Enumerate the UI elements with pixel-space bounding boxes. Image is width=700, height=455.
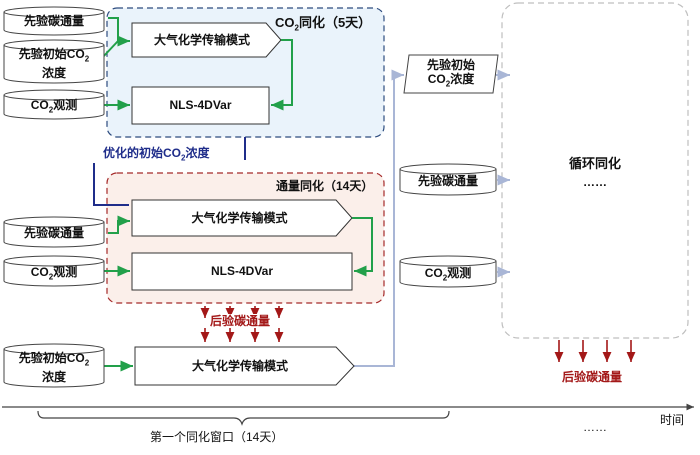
p1-model-label: 大气化学传输模式 [153,33,250,47]
phase2-model-shape [131,199,353,237]
cycle-dots: …… [583,175,607,189]
phase3-to-right-connector [354,69,404,367]
p2-flux-arrow [108,215,130,234]
p1-model-to-nls-arrow [271,39,293,111]
first-window-label: 第一个同化窗口（14天） [150,430,284,444]
right-init-co2-shape [403,54,499,94]
right-prior-flux-label: 先验碳通量 [417,174,478,188]
window-brace [37,410,450,426]
p3-model-label: 大气化学传输模式 [191,359,288,373]
phase2-nls-shape [131,252,353,291]
p2-posterior-label: 后验碳通量 [208,314,273,328]
cyl-p3-prior-co2 [3,343,105,388]
right-posterior-label: 后验碳通量 [562,370,623,384]
cycle-assimilation-box [501,2,689,339]
p2-model-label: 大气化学传输模式 [191,211,288,225]
cyl-p2-prior-flux [3,216,105,248]
cyl-right-prior-flux [399,163,497,196]
co2-assimilation-title: CO2同化（5天） [275,15,372,33]
optimized-co2-connector [93,137,246,206]
right-co2-obs-label: CO2观测 [424,266,472,283]
p2-model-to-nls-arrow [352,217,373,277]
cycle-assimilation-title: 循环同化 [568,156,621,171]
p1-prior-flux-label: 先验碳通量 [23,14,84,28]
phase3-model-shape [134,346,355,386]
cyl-right-co2-obs [399,255,497,288]
flux-assimilation-title: 通量同化（14天） [276,179,374,193]
p1-nls-label: NLS-4DVar [169,98,232,112]
p1-flux-arrow [108,17,130,47]
cyl-p1-prior-co2 [3,39,105,84]
cyl-p1-prior-flux [3,6,105,36]
p2-co2-obs-label: CO2观测 [30,265,78,282]
p2-nls-label: NLS-4DVar [210,264,274,278]
timeline-dots: …… [583,420,607,434]
phase1-model-shape [131,22,282,58]
phase1-nls-shape [131,86,270,125]
cyl-p2-co2-obs [3,255,105,287]
right-posterior-arrows [554,340,636,362]
p1-co2init-arrow [101,40,119,59]
cyl-p1-co2-obs [3,89,105,120]
time-label: 时间 [660,413,685,427]
p1-co2-obs-label: CO2观测 [30,98,78,115]
p2-prior-flux-label: 先验碳通量 [23,226,84,240]
optimized-co2-label: 优化的初始CO2浓度 [103,146,210,163]
